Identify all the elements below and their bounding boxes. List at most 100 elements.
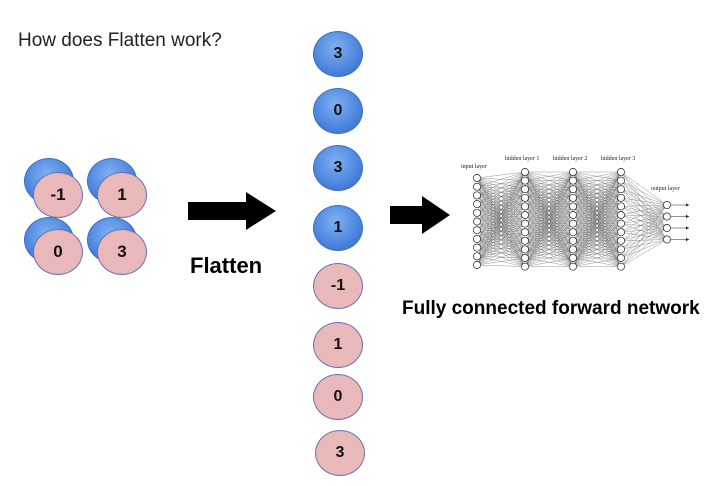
network-node (617, 245, 625, 254)
network-edge (476, 171, 526, 213)
network-edge (524, 171, 574, 181)
network-edge (524, 240, 574, 267)
network-edge (524, 171, 574, 241)
network-node (473, 261, 481, 269)
network-edge (620, 227, 668, 267)
network-edge (524, 171, 574, 216)
network-node (473, 217, 481, 226)
network-node (473, 252, 481, 261)
network-node (521, 254, 529, 262)
network-node (663, 212, 671, 221)
network-edge (476, 171, 526, 248)
network-node (569, 254, 577, 262)
network-edge (476, 232, 526, 266)
network-edge (524, 257, 574, 267)
network-edge (620, 223, 668, 229)
network-edge (476, 171, 526, 240)
network-node (473, 243, 481, 252)
network-node (473, 182, 481, 191)
network-node (617, 211, 625, 219)
network-node (521, 245, 529, 254)
network-node (617, 176, 625, 185)
network-edge (620, 204, 668, 250)
network-edge (572, 171, 622, 224)
network-node (569, 245, 577, 254)
page-title: How does Flatten work? (18, 30, 222, 51)
network-edge (572, 189, 622, 267)
network-node (569, 168, 577, 176)
vector-node: 1 (313, 322, 363, 368)
layer-label-hidden-2: hidden layer 2 (553, 156, 587, 162)
network-edge (620, 197, 668, 217)
network-edge (620, 180, 668, 229)
network-edge (524, 249, 574, 267)
network-edge (476, 214, 526, 266)
network-node (569, 185, 577, 194)
network-edge (476, 257, 526, 266)
network-node (521, 185, 529, 194)
output-arrowhead (686, 214, 689, 219)
network-edge (524, 171, 574, 250)
network-node (663, 235, 671, 244)
layer-label-hidden-1: hidden layer 1 (505, 156, 539, 162)
network-edge (476, 180, 526, 266)
matrix-cell: 1 (97, 172, 147, 218)
network-edge (620, 189, 668, 217)
network-edge (476, 171, 526, 266)
network-edge (620, 204, 668, 224)
network-edge (524, 214, 574, 267)
network-node (569, 211, 577, 219)
network-edge (524, 232, 574, 267)
network-edge (476, 249, 526, 266)
network-edge (620, 189, 668, 206)
network-edge (476, 171, 526, 231)
network-edge (572, 257, 622, 267)
network-node (569, 228, 577, 237)
network-edge (620, 171, 668, 217)
output-arrowhead (686, 203, 689, 207)
network-edge (572, 171, 622, 216)
network-node (473, 208, 481, 217)
network-edge (620, 206, 668, 217)
network-edge (524, 171, 574, 198)
layer-label-hidden-3: hidden layer 3 (601, 156, 635, 162)
network-edge (572, 171, 622, 241)
network-edge (620, 239, 668, 259)
matrix-cell: 3 (97, 229, 147, 275)
network-edge (572, 171, 622, 198)
network-edge (572, 232, 622, 267)
network-edge (620, 216, 668, 259)
vector-node: -1 (313, 263, 363, 309)
network-node (521, 228, 529, 237)
network-edge (524, 171, 574, 233)
network-node (569, 262, 577, 271)
network-edge (620, 216, 668, 250)
network-edge (620, 197, 668, 206)
network-edge (476, 171, 526, 222)
network-edge (476, 171, 526, 179)
vector-node: 3 (315, 430, 365, 476)
network-node (521, 168, 529, 176)
network-node (663, 224, 671, 232)
vector-node: 0 (313, 374, 363, 420)
network-node (617, 262, 625, 271)
vector-node: 0 (313, 88, 363, 134)
network-node (569, 193, 577, 202)
layer-label-output: output layer (651, 186, 680, 192)
network-node (617, 193, 625, 202)
flatten-label: Flatten (190, 253, 263, 278)
network-edge (572, 171, 622, 207)
network-node (569, 202, 577, 211)
network-edge (572, 223, 622, 267)
network-node (521, 193, 529, 202)
network-node (617, 202, 625, 211)
network-edge (476, 189, 526, 266)
network-caption: Fully connected forward network (402, 298, 700, 319)
network-node (569, 219, 577, 228)
matrix-cell: 0 (33, 229, 83, 275)
output-arrowhead (686, 237, 689, 242)
network-node (473, 174, 481, 182)
network-node (569, 176, 577, 185)
network-edge (620, 171, 668, 229)
network-edge (572, 171, 622, 267)
